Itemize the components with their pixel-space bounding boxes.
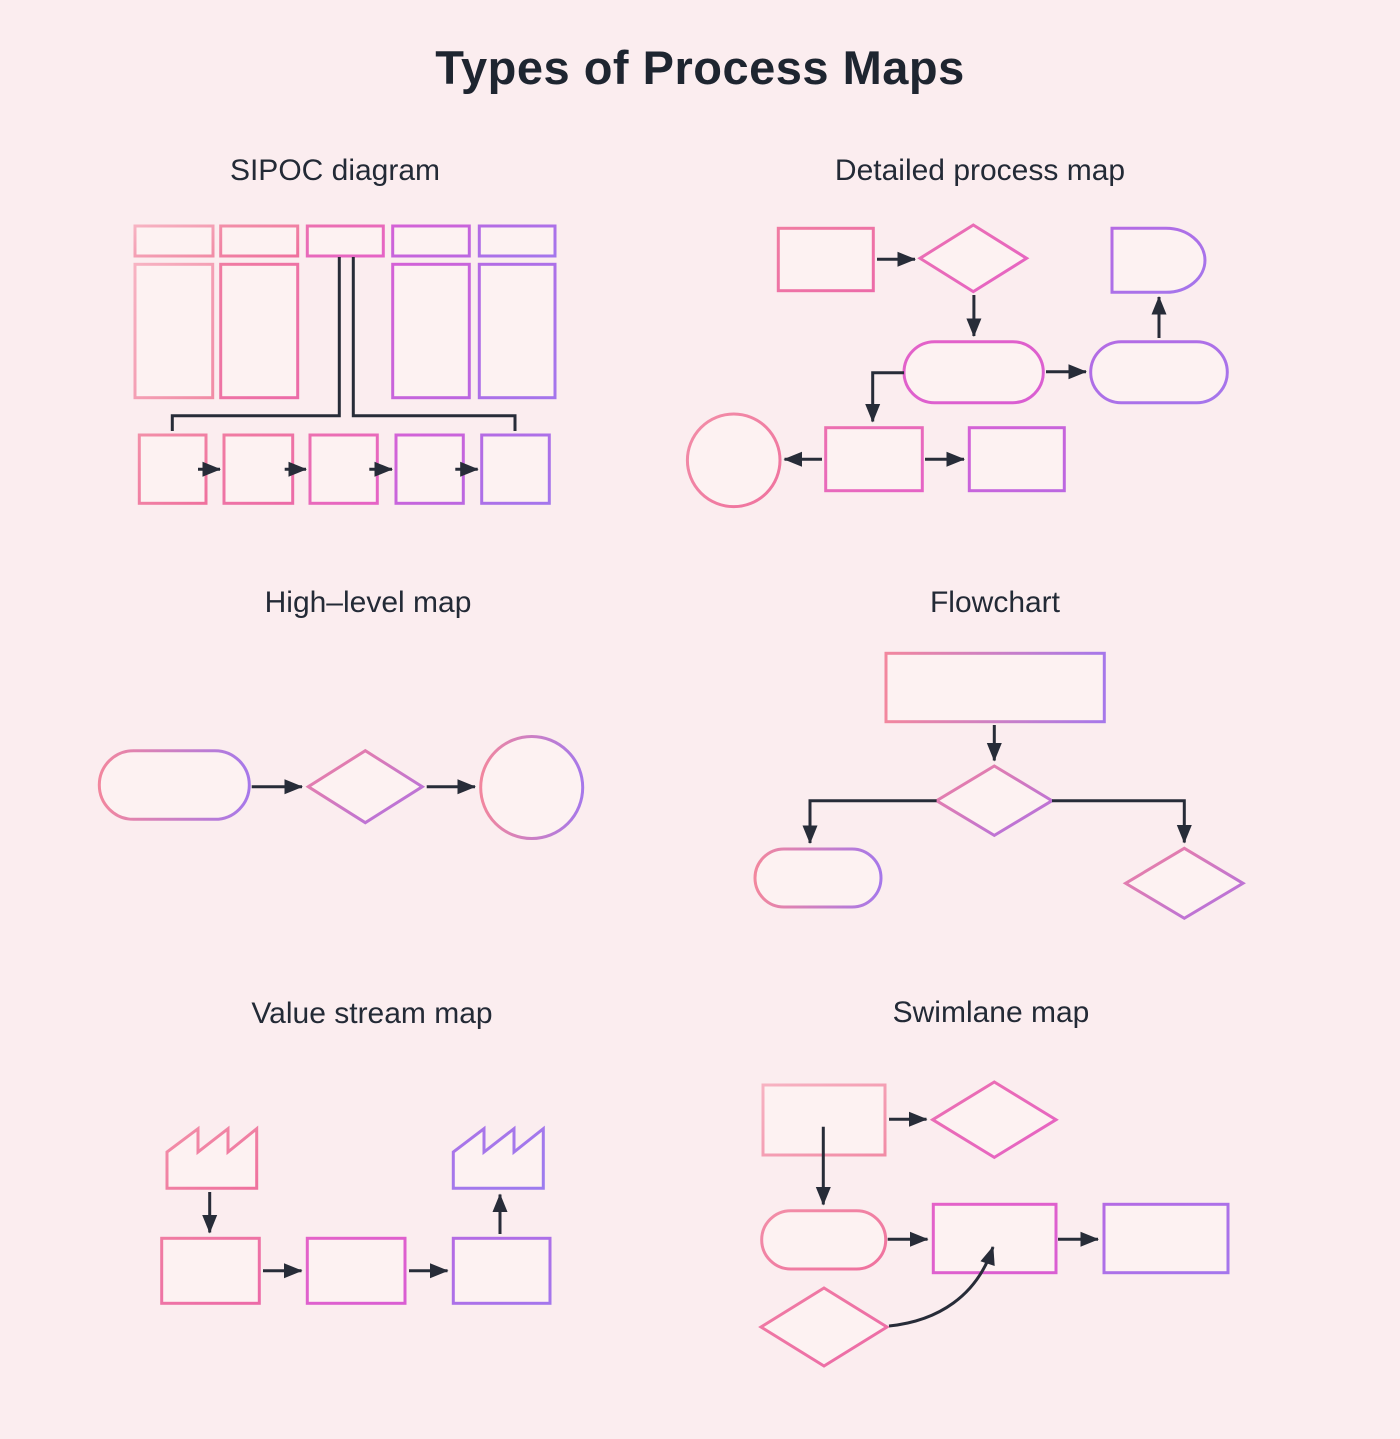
circle-shape [685,412,782,509]
rectangle-shape [824,426,924,493]
detailed-process-map-figure [685,223,1229,509]
rectangle-shape [305,224,385,258]
section-title-value-stream-map: Value stream map [251,997,493,1030]
rectangle-shape [133,262,215,400]
high-level-map-figure [97,735,585,840]
rectangle-shape [477,224,557,258]
elbow-connector [865,371,904,423]
sipoc-diagram-figure [133,224,557,505]
stadium-shape [97,749,251,821]
diamond-shape [933,764,1055,838]
section-title-detailed-process-map: Detailed process map [834,154,1126,187]
factory-icon [451,1125,545,1190]
diamond-shape [1122,846,1246,921]
section-title-swimlane-map: Swimlane map [892,996,1090,1029]
flowchart-figure [753,651,1246,921]
curved-connector-arrow [888,1246,995,1328]
rectangle-shape [776,226,875,293]
factory-icon [165,1125,259,1190]
circle-shape [479,735,585,840]
poster-title: Types of Process Maps [435,41,965,94]
rectangle-shape [451,1236,552,1305]
swimlane-map-figure [758,1080,1230,1368]
diamond-shape [758,1286,890,1368]
diamond-shape [929,1080,1059,1160]
rectangle-shape [884,651,1106,724]
elbow-connector [170,257,341,431]
section-title-flowchart: Flowchart [929,586,1061,619]
rectangle-shape [305,1236,407,1305]
rectangle-shape [477,262,557,400]
stadium-shape [902,340,1045,405]
stadium-shape [1089,340,1229,405]
rectangle-shape [967,426,1066,493]
stadium-shape [760,1209,888,1271]
delay-shape [1110,226,1207,294]
rectangle-shape [391,224,471,258]
rectangle-shape [222,433,295,505]
rectangle-shape [137,433,208,505]
elbow-connector [351,257,517,431]
rectangle-shape [394,433,465,505]
stadium-shape [753,847,883,909]
section-title-sipoc: SIPOC diagram [229,154,441,187]
diamond-shape [917,223,1030,294]
rectangle-shape [219,262,300,400]
elbow-connector [802,799,937,844]
rectangle-shape [1102,1202,1230,1275]
elbow-connector [1052,799,1192,844]
rectangle-shape [391,262,471,400]
rectangle-shape [480,433,551,505]
rectangle-shape [931,1202,1058,1275]
rectangle-shape [160,1236,261,1305]
diamond-shape [305,748,426,825]
rectangle-shape [219,224,300,258]
section-title-high-level-map: High–level map [264,586,472,619]
rectangle-shape [133,224,215,258]
value-stream-map-figure [160,1125,552,1305]
rectangle-shape [308,433,379,505]
